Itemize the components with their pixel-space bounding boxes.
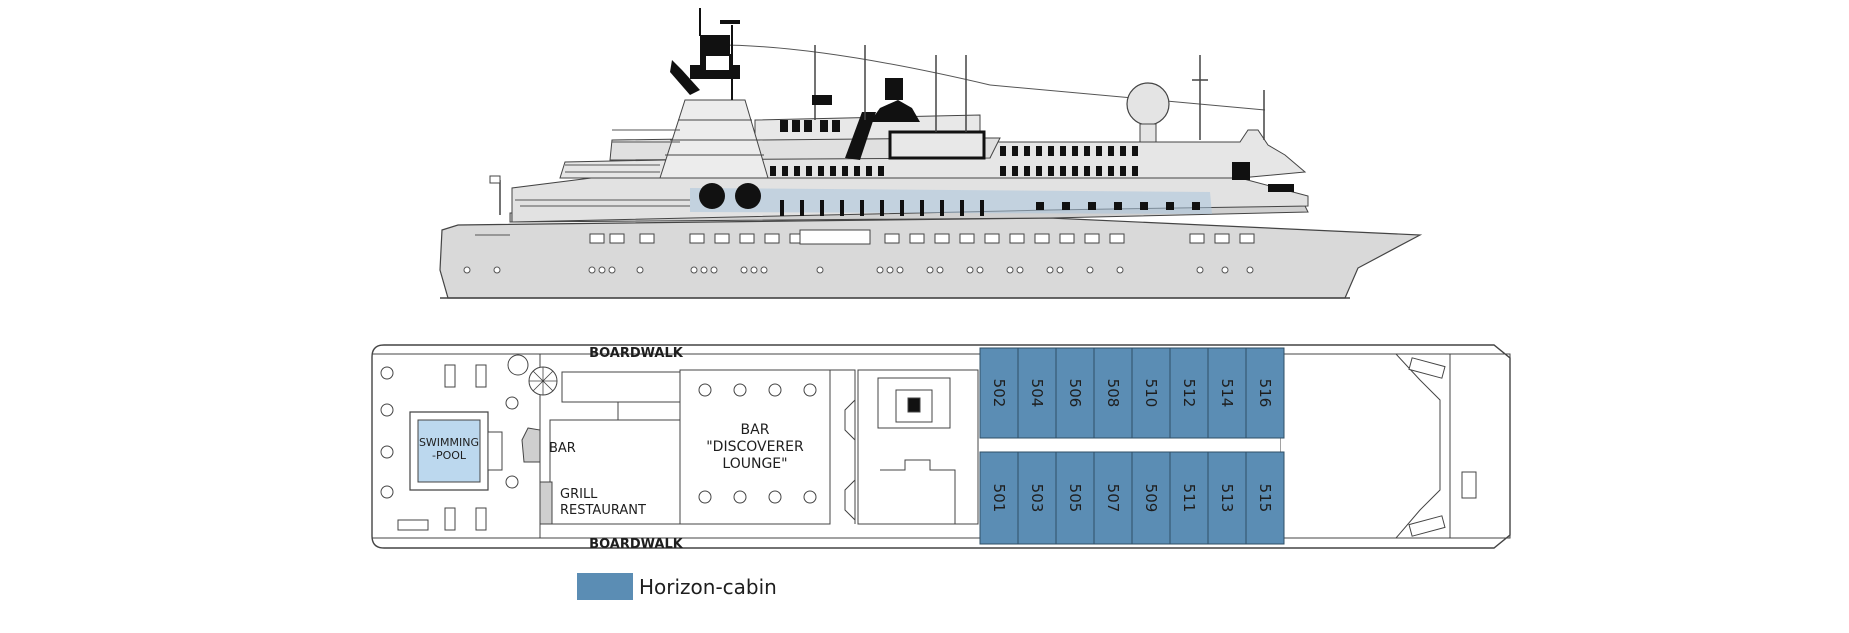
cabin-number: 514 xyxy=(1218,379,1236,408)
bar-label: BAR xyxy=(549,441,576,456)
legend: Horizon-cabin xyxy=(577,573,777,600)
cabin-box xyxy=(979,347,1019,439)
deck-plan xyxy=(371,344,1511,549)
cabins-bottom-row: 501 503 505 507 509 511 513 515 xyxy=(979,451,1285,545)
cabin-503[interactable]: 503 xyxy=(1017,451,1057,545)
cabin-number: 515 xyxy=(1256,484,1274,513)
cabin-number: 507 xyxy=(1104,484,1122,513)
cabin-number: 504 xyxy=(1028,379,1046,408)
swimming-pool xyxy=(417,419,481,483)
cabin-number: 506 xyxy=(1066,379,1084,408)
ship-hull xyxy=(439,217,1423,299)
grill-label-line2: RESTAURANT xyxy=(560,503,646,518)
cabin-509[interactable]: 509 xyxy=(1131,451,1171,545)
cabin-number: 510 xyxy=(1142,379,1160,408)
cabin-number: 508 xyxy=(1104,379,1122,408)
cabin-box xyxy=(1131,451,1171,545)
cabin-510[interactable]: 510 xyxy=(1131,347,1171,439)
cabin-box xyxy=(1093,347,1133,439)
radar-dome xyxy=(1126,82,1170,126)
cabin-box xyxy=(1207,451,1247,545)
cabin-box xyxy=(1055,347,1095,439)
cabin-box xyxy=(979,451,1019,545)
cabin-504[interactable]: 504 xyxy=(1017,347,1057,439)
cabin-513[interactable]: 513 xyxy=(1207,451,1247,545)
cabins-top-row: 502 504 506 508 510 512 514 516 xyxy=(979,347,1285,439)
cabin-box xyxy=(1169,347,1209,439)
lounge-label-line3: LOUNGE" xyxy=(722,456,787,472)
cabin-number: 501 xyxy=(990,484,1008,513)
cabin-515[interactable]: 515 xyxy=(1245,451,1285,545)
cabin-511[interactable]: 511 xyxy=(1169,451,1209,545)
cabin-number: 511 xyxy=(1180,484,1198,513)
lounge-label-line2: "DISCOVERER xyxy=(706,439,804,455)
cabin-box xyxy=(1245,451,1285,545)
ship-mast-tower xyxy=(659,99,769,179)
cabin-number: 502 xyxy=(990,379,1008,408)
cabin-502[interactable]: 502 xyxy=(979,347,1019,439)
cabin-505[interactable]: 505 xyxy=(1055,451,1095,545)
cabin-box xyxy=(1245,347,1285,439)
cabin-box xyxy=(1207,347,1247,439)
cabin-number: 512 xyxy=(1180,379,1198,408)
cabin-number: 516 xyxy=(1256,379,1274,408)
boardwalk-bottom-label: BOARDWALK xyxy=(589,537,684,552)
cabin-number: 513 xyxy=(1218,484,1236,513)
swimming-pool-label-line2: -POOL xyxy=(432,449,467,462)
cabin-box xyxy=(1093,451,1133,545)
swimming-pool-label-line1: SWIMMING xyxy=(419,436,479,449)
cabin-box xyxy=(1055,451,1095,545)
cabin-512[interactable]: 512 xyxy=(1169,347,1209,439)
cabin-507[interactable]: 507 xyxy=(1093,451,1133,545)
cabin-number: 509 xyxy=(1142,484,1160,513)
cabin-516[interactable]: 516 xyxy=(1245,347,1285,439)
cabin-514[interactable]: 514 xyxy=(1207,347,1247,439)
cabin-box xyxy=(1017,347,1057,439)
ship-profile xyxy=(439,8,1423,299)
cabin-box xyxy=(1017,451,1057,545)
legend-label: Horizon-cabin xyxy=(639,574,777,599)
boardwalk-top-label: BOARDWALK xyxy=(589,346,684,361)
cabin-501[interactable]: 501 xyxy=(979,451,1019,545)
legend-swatch-horizon-cabin xyxy=(577,573,633,600)
cabin-508[interactable]: 508 xyxy=(1093,347,1133,439)
cabin-box xyxy=(1169,451,1209,545)
lounge-label-line1: BAR xyxy=(741,422,770,438)
cabin-number: 503 xyxy=(1028,484,1046,513)
cabin-number: 505 xyxy=(1066,484,1084,513)
cabin-506[interactable]: 506 xyxy=(1055,347,1095,439)
grill-label-line1: GRILL xyxy=(560,487,598,502)
